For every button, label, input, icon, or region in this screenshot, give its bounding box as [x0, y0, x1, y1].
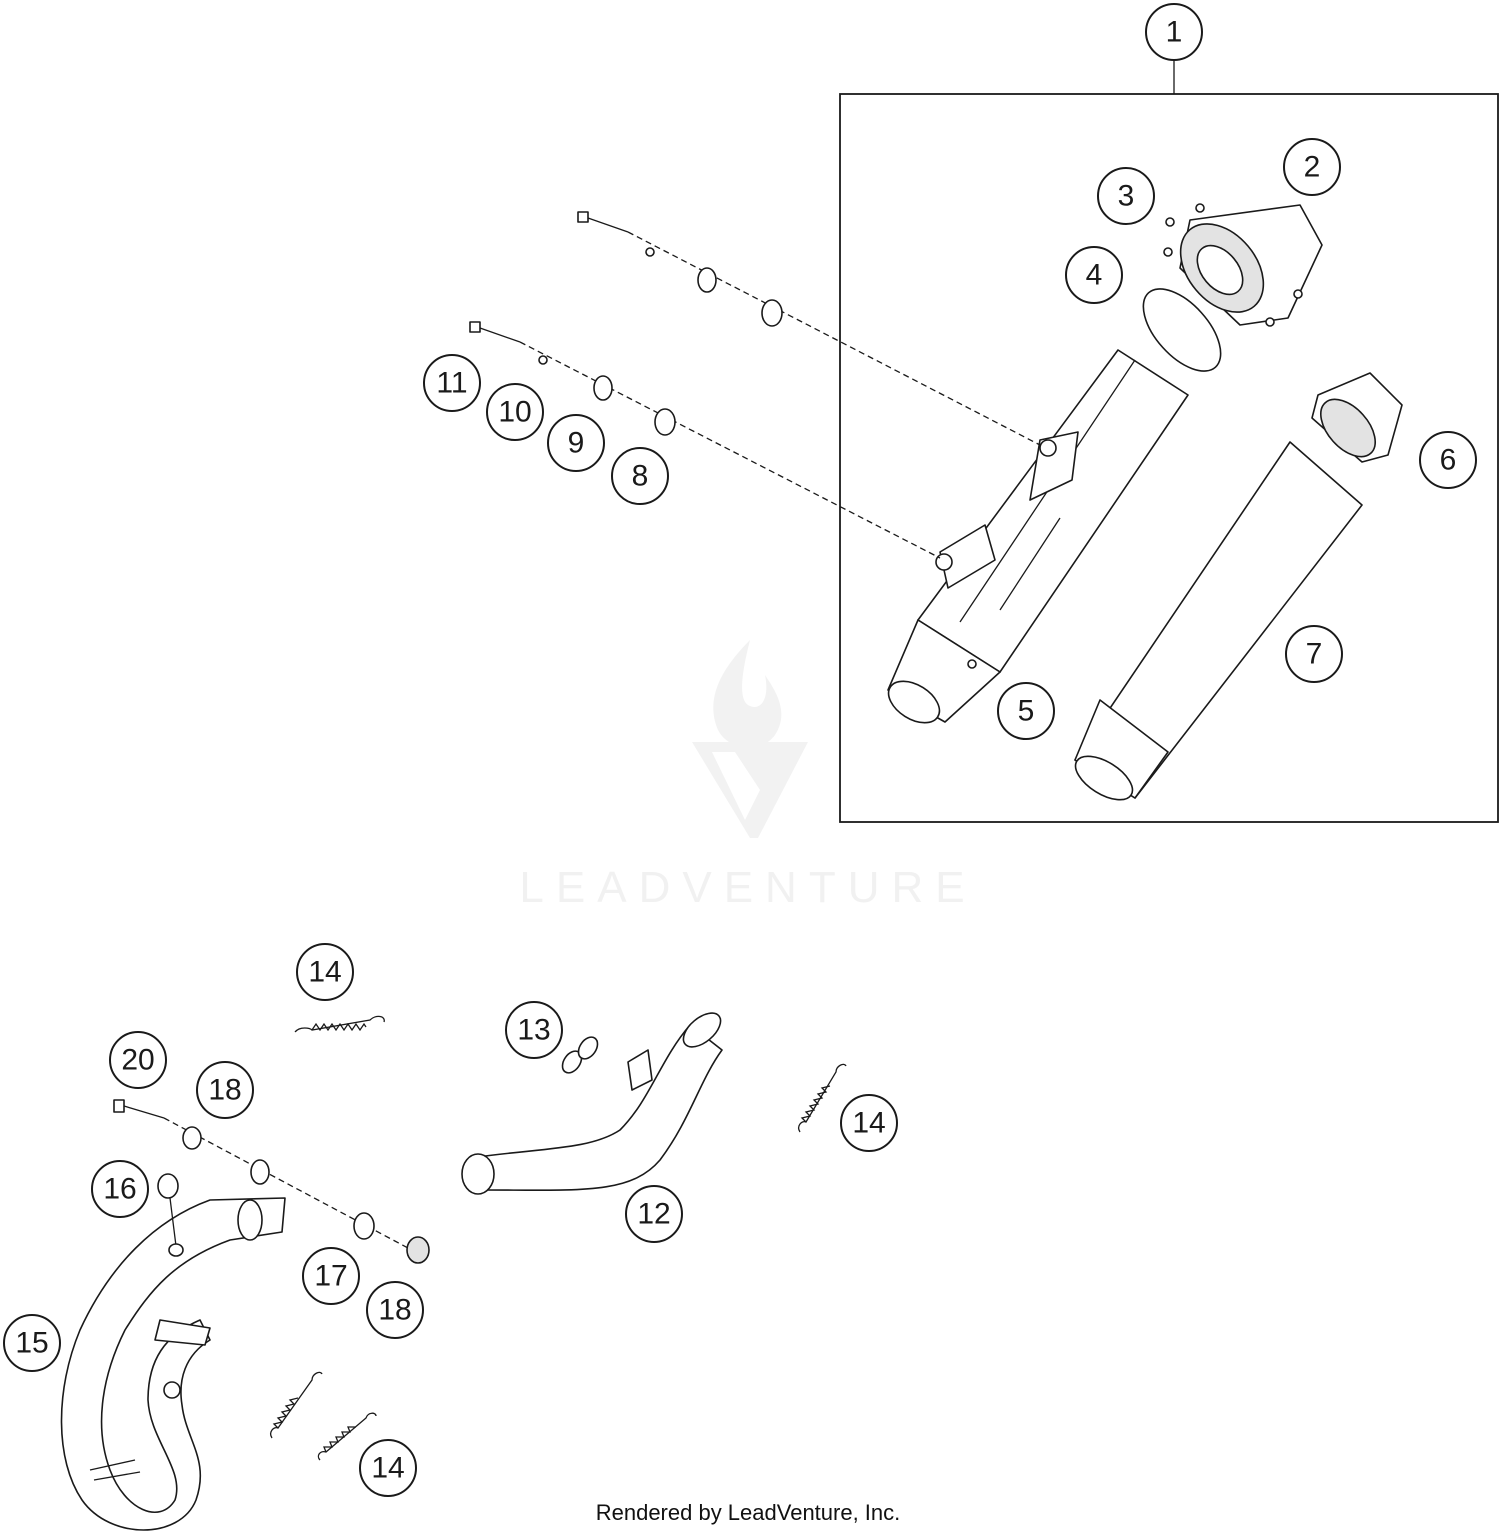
spring-lower-a	[270, 1371, 323, 1439]
watermark-text: LEADVENTURE	[519, 863, 976, 912]
svg-text:9: 9	[568, 427, 585, 460]
clamp	[561, 1036, 599, 1074]
upper-mount-hardware	[577, 211, 1041, 446]
svg-text:17: 17	[314, 1260, 347, 1293]
callout-3: 3	[1097, 167, 1155, 225]
callout-4: 4	[1065, 246, 1123, 304]
callout-13: 13	[505, 1001, 563, 1059]
callout-12: 12	[625, 1185, 683, 1243]
svg-text:2: 2	[1304, 151, 1321, 184]
svg-text:18: 18	[208, 1074, 241, 1107]
svg-text:6: 6	[1440, 444, 1457, 477]
spring-lower-b	[317, 1412, 377, 1461]
callout-7: 7	[1285, 625, 1343, 683]
spring-right	[798, 1063, 847, 1133]
svg-text:12: 12	[637, 1198, 670, 1231]
callout-18-bottom: 18	[366, 1281, 424, 1339]
lower-mount-hardware	[469, 321, 941, 559]
connecting-pipe	[461, 1012, 723, 1195]
grommet-16	[157, 1173, 184, 1257]
svg-text:3: 3	[1118, 180, 1135, 213]
callout-20: 20	[109, 1031, 167, 1089]
svg-text:13: 13	[517, 1014, 550, 1047]
gasket-ring	[1142, 288, 1222, 372]
svg-text:5: 5	[1018, 695, 1035, 728]
callout-9: 9	[547, 414, 605, 472]
svg-text:16: 16	[103, 1173, 136, 1206]
callout-6: 6	[1419, 431, 1477, 489]
callout-11: 11	[423, 354, 481, 412]
end-cap	[1163, 203, 1323, 327]
svg-text:10: 10	[498, 396, 531, 429]
watermark-logo: LEADVENTURE	[519, 640, 976, 912]
svg-text:11: 11	[436, 367, 467, 400]
svg-text:14: 14	[852, 1107, 885, 1140]
callout-15: 15	[3, 1314, 61, 1372]
header-mount-hardware	[113, 1099, 430, 1264]
silencer-assembly-box	[839, 93, 1499, 823]
footer-credit: Rendered by LeadVenture, Inc.	[596, 1500, 901, 1525]
callout-10: 10	[486, 383, 544, 441]
svg-text:15: 15	[15, 1327, 48, 1360]
svg-text:1: 1	[1166, 16, 1183, 49]
rivet-5	[967, 659, 977, 669]
outer-end-cap	[1311, 372, 1403, 463]
callout-8: 8	[611, 447, 669, 505]
svg-text:14: 14	[371, 1452, 404, 1485]
spring-top	[294, 1015, 385, 1033]
callout-18-top: 18	[196, 1061, 254, 1119]
svg-text:7: 7	[1306, 638, 1323, 671]
header-pipe	[60, 1197, 286, 1531]
svg-text:4: 4	[1086, 259, 1103, 292]
svg-text:8: 8	[632, 460, 649, 493]
svg-text:18: 18	[378, 1294, 411, 1327]
svg-text:20: 20	[121, 1044, 154, 1077]
callout-2: 2	[1283, 138, 1341, 196]
callout-17: 17	[302, 1247, 360, 1305]
callout-14-top: 14	[296, 943, 354, 1001]
callout-14-right: 14	[840, 1094, 898, 1152]
callout-5: 5	[997, 682, 1055, 740]
callout-16: 16	[91, 1160, 149, 1218]
callout-14-bottom: 14	[359, 1439, 417, 1497]
callout-1: 1	[1145, 3, 1203, 61]
svg-text:14: 14	[308, 956, 341, 989]
outer-sleeve	[1074, 441, 1363, 801]
